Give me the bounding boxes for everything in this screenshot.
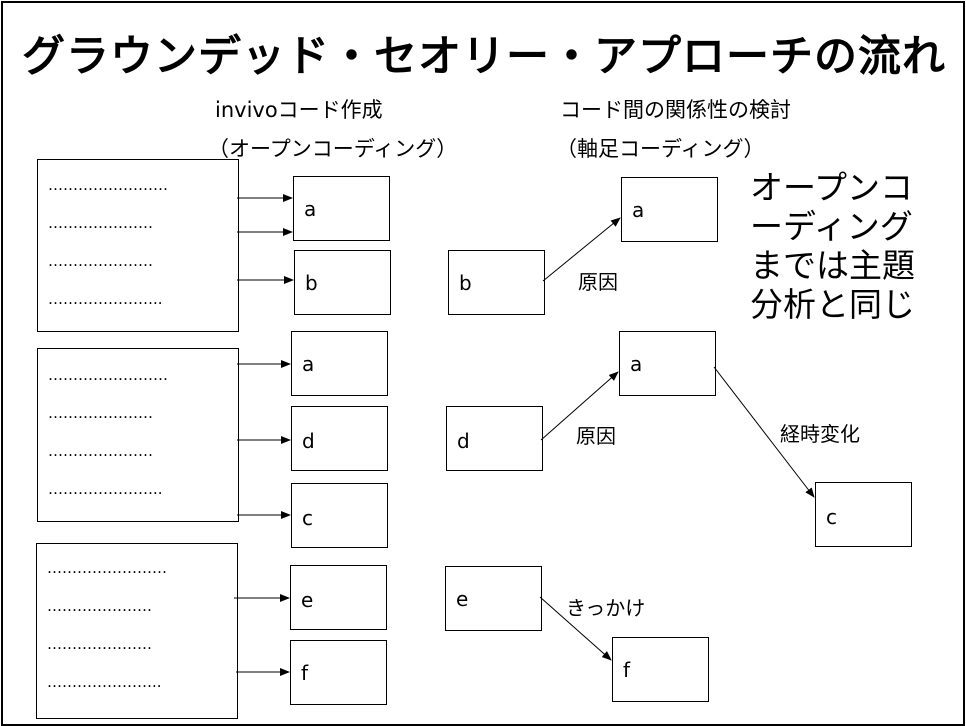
source-text-block-2: …………………… ………………… ………………… ………………….. xyxy=(37,348,239,522)
axial-code-box-b: b xyxy=(448,250,545,315)
text-line: ………………….. xyxy=(48,480,163,498)
open-code-box-f: f xyxy=(290,640,387,705)
relation-label: 経時変化 xyxy=(780,422,860,446)
code-label: c xyxy=(826,505,837,529)
code-label: a xyxy=(302,352,315,376)
code-label: b xyxy=(459,271,472,295)
arrow-e-to-f xyxy=(539,596,612,661)
text-line: ………………….. xyxy=(47,673,162,691)
code-label: a xyxy=(630,352,643,376)
open-code-box-a: a xyxy=(293,176,390,241)
code-label: d xyxy=(457,429,470,453)
relation-label: きっかけ xyxy=(566,596,646,620)
text-line: ………………… xyxy=(47,635,152,653)
arrow-d-to-a xyxy=(540,371,619,441)
open-code-box-a: a xyxy=(291,331,388,396)
source-text-block-1: …………………… ………………… ………………… ………………….. xyxy=(37,159,239,332)
source-text-block-3: …………………… ………………… ………………… ………………….. xyxy=(36,543,238,719)
text-line: …………………… xyxy=(48,176,168,194)
text-line: ………………… xyxy=(48,404,153,422)
text-line: ………………… xyxy=(48,214,153,232)
code-label: e xyxy=(456,587,469,611)
relation-label: 原因 xyxy=(578,270,618,294)
text-line: …………………… xyxy=(48,366,168,384)
code-label: b xyxy=(305,271,318,295)
axial-code-box-a: a xyxy=(619,331,716,396)
code-label: a xyxy=(304,197,317,221)
axial-code-box-a: a xyxy=(621,177,718,242)
axial-code-box-e: e xyxy=(445,566,542,631)
code-label: c xyxy=(302,506,313,530)
code-label: e xyxy=(301,588,314,612)
axial-code-box-f: f xyxy=(612,637,709,702)
relation-label: 原因 xyxy=(576,424,616,448)
open-code-box-e: e xyxy=(290,565,387,630)
right-heading-line2: （軸足コーディング） xyxy=(556,137,765,161)
arrow-b-to-a xyxy=(542,217,621,282)
note-text: オープンコーディングまでは主題分析と同じ xyxy=(750,168,915,324)
axial-code-box-c: c xyxy=(815,482,912,547)
text-line: …………………… xyxy=(47,559,167,577)
slide-title: グラウンデッド・セオリー・アプローチの流れ xyxy=(22,32,946,82)
text-line: ………………….. xyxy=(48,290,163,308)
code-label: d xyxy=(302,429,315,453)
open-code-box-d: d xyxy=(291,406,388,471)
code-label: f xyxy=(623,658,631,682)
text-line: ………………… xyxy=(47,597,152,615)
code-label: a xyxy=(632,198,645,222)
open-code-box-c: c xyxy=(291,483,388,548)
open-code-box-b: b xyxy=(294,250,391,315)
arrow-a-to-c xyxy=(713,366,815,498)
left-heading-line2: （オープンコーディング） xyxy=(208,137,458,161)
left-heading-line1: invivoコード作成 xyxy=(215,98,383,122)
right-heading-line1: コード間の関係性の検討 xyxy=(560,98,791,122)
axial-code-box-d: d xyxy=(446,406,543,471)
text-line: ………………… xyxy=(48,442,153,460)
code-label: f xyxy=(301,661,309,685)
text-line: ………………… xyxy=(48,252,153,270)
